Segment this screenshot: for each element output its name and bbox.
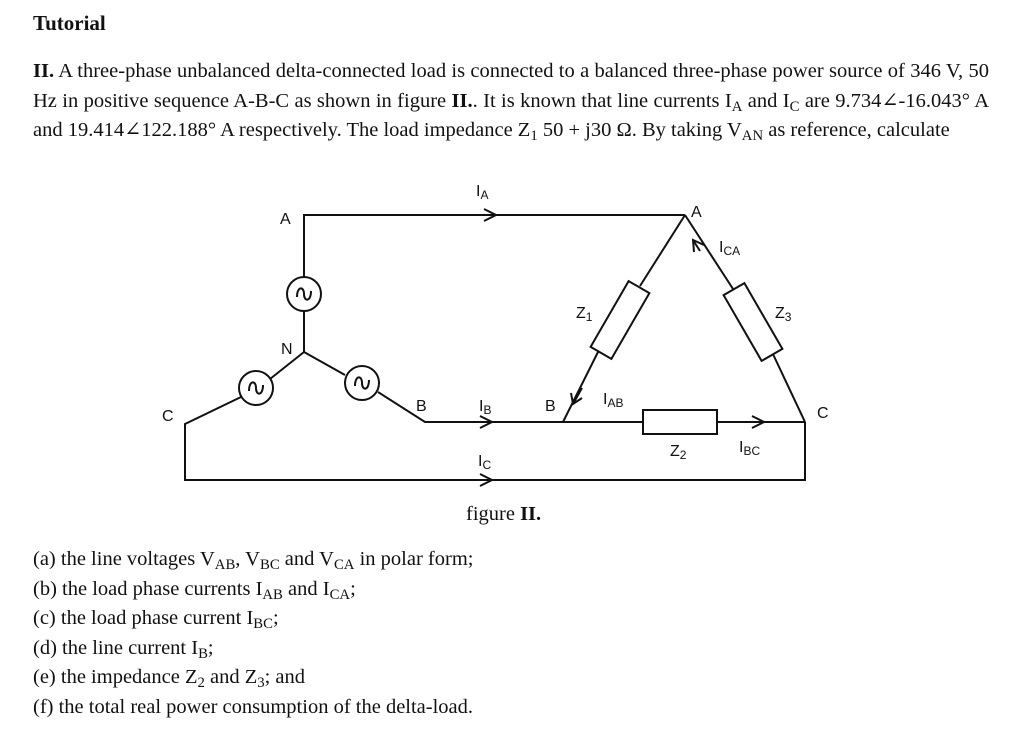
question-list: (a) the line voltages VAB, VBC and VCA i…: [33, 545, 473, 722]
arrow-ib-icon: [479, 415, 495, 429]
figure-reference: II.: [451, 89, 473, 112]
circuit-wires: [184, 214, 806, 481]
source-a-icon: [286, 276, 322, 312]
question-f: (f) the total real power consumption of …: [33, 695, 474, 718]
source-b-icon: [344, 365, 380, 401]
z3-resistor: [722, 281, 784, 363]
question-b: (b) the load phase currents IAB and ICA;: [33, 577, 356, 603]
label-ibc: IBC: [739, 439, 760, 458]
page-heading: Tutorial: [33, 11, 106, 35]
source-label-b: B: [416, 398, 427, 415]
current-arrows: [479, 208, 767, 487]
question-d: (d) the line current IB;: [33, 636, 214, 662]
problem-statement: II. A three-phase unbalanced delta-conne…: [33, 60, 989, 145]
label-z2: Z2: [670, 443, 687, 462]
load-label-c: C: [817, 405, 829, 422]
z2-resistor: [642, 409, 718, 435]
arrow-ica-icon: [691, 238, 705, 253]
label-ica: ICA: [719, 239, 740, 258]
label-ib: IB: [479, 398, 491, 417]
figure-caption: figure II.: [466, 503, 542, 525]
label-z3: Z3: [775, 305, 792, 324]
arrow-ia-icon: [483, 208, 499, 222]
arrow-iab-icon: [570, 387, 583, 406]
source-label-c: C: [162, 408, 174, 425]
question-a: (a) the line voltages VAB, VBC and VCA i…: [33, 548, 474, 574]
problem-text: A three-phase unbalanced delta-connected…: [33, 60, 989, 112]
label-ia: IA: [476, 183, 488, 202]
impedances: [589, 279, 784, 435]
arrow-ibc-icon: [751, 415, 767, 429]
source-c-icon: [238, 370, 274, 406]
voltage-sources: [238, 276, 380, 406]
label-iab: IAB: [603, 391, 623, 410]
load-label-a: A: [691, 204, 702, 221]
problem-number: II.: [33, 60, 55, 82]
source-label-a: A: [280, 211, 291, 228]
question-e: (e) the impedance Z2 and Z3; and: [33, 666, 306, 692]
neutral-label: N: [281, 341, 293, 358]
label-ic: IC: [478, 453, 491, 472]
question-c: (c) the load phase current IBC;: [33, 607, 279, 633]
load-label-b: B: [545, 398, 556, 415]
arrow-ic-icon: [479, 473, 495, 487]
label-z1: Z1: [576, 305, 593, 324]
z1-resistor: [589, 279, 651, 361]
